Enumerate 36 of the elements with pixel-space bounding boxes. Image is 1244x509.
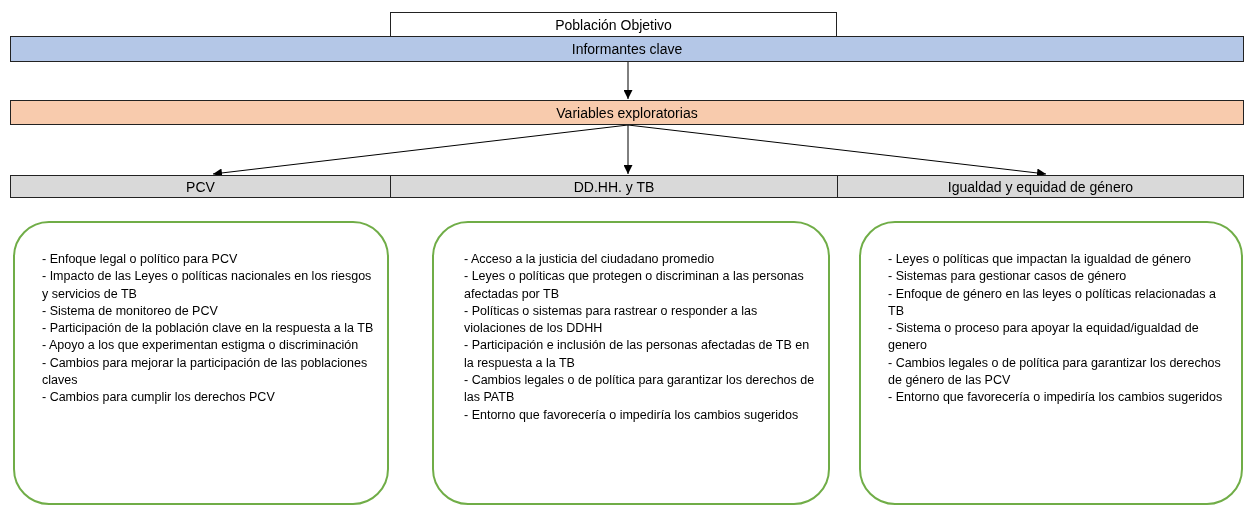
rounded-card <box>13 221 389 505</box>
list-item: - Sistemas para gestionar casos de género <box>888 268 1128 286</box>
bar-label: Igualdad y equidad de género <box>947 178 1134 195</box>
rounded-card <box>432 221 830 505</box>
category-bar <box>837 175 1244 198</box>
list-item: - Enfoque legal o político para PCV <box>42 251 239 268</box>
category-bar <box>390 175 838 198</box>
list-item: - Cambios legales o de política para garantizar los derechos de las PATB <box>464 372 816 407</box>
bar-label: Informantes clave <box>571 41 683 57</box>
list-item: - Sistema o proceso para apoyar la equidad/igualdad de genero <box>888 320 1200 355</box>
title-box <box>390 12 837 37</box>
bar-label: Variables exploratorias <box>556 104 698 121</box>
list-item: - Entorno que favorecería o impediría los cambios sugeridos <box>888 389 1224 407</box>
list-item: - Políticas o sistemas para rastrear o responder a las violaciones de los DDHH <box>464 302 759 338</box>
bar-label: PCV <box>186 178 215 195</box>
list-item: - Acceso a la justicia del ciudadano promedio <box>464 251 716 268</box>
list-item: - Cambios legales o de política para garantizar los derechos de género de las PCV <box>888 354 1222 390</box>
list-item: - Impacto de las Leyes o políticas nacionales en los riesgos y servicios de TB <box>42 268 373 303</box>
category-bar <box>10 175 391 198</box>
list-item: - Enfoque de género en las leyes o políticas relacionadas a TB <box>888 285 1217 320</box>
list-item: - Entorno que favorecería o impediría los cambios sugeridos <box>464 406 800 424</box>
list-item: - Cambios para mejorar la participación de las poblaciones claves <box>42 354 369 390</box>
header-bar <box>10 36 1244 62</box>
list-item: - Leyes o políticas que impactan la igualdad de género <box>888 251 1192 268</box>
list-item: - Cambios para cumplir los derechos PCV <box>42 389 276 407</box>
arrow <box>623 124 633 175</box>
rounded-card <box>859 221 1243 505</box>
list-item: - Participación e inclusión de las personas afectadas de TB en la respuesta a la TB <box>464 337 811 372</box>
list-item: - Participación de la población clave en la respuesta a la TB <box>42 320 375 338</box>
bar-label: Población Objetivo <box>555 16 672 33</box>
list-item: - Sistema de monitoreo de PCV <box>42 302 219 320</box>
arrow <box>623 61 633 100</box>
list-item: - Apoyo a los que experimentan estigma o discriminación <box>42 337 360 355</box>
list-item: - Leyes o políticas que protegen o discriminan a las personas afectadas por TB <box>464 268 805 303</box>
bar-label: DD.HH. y TB <box>573 178 655 195</box>
header-bar <box>10 100 1244 125</box>
